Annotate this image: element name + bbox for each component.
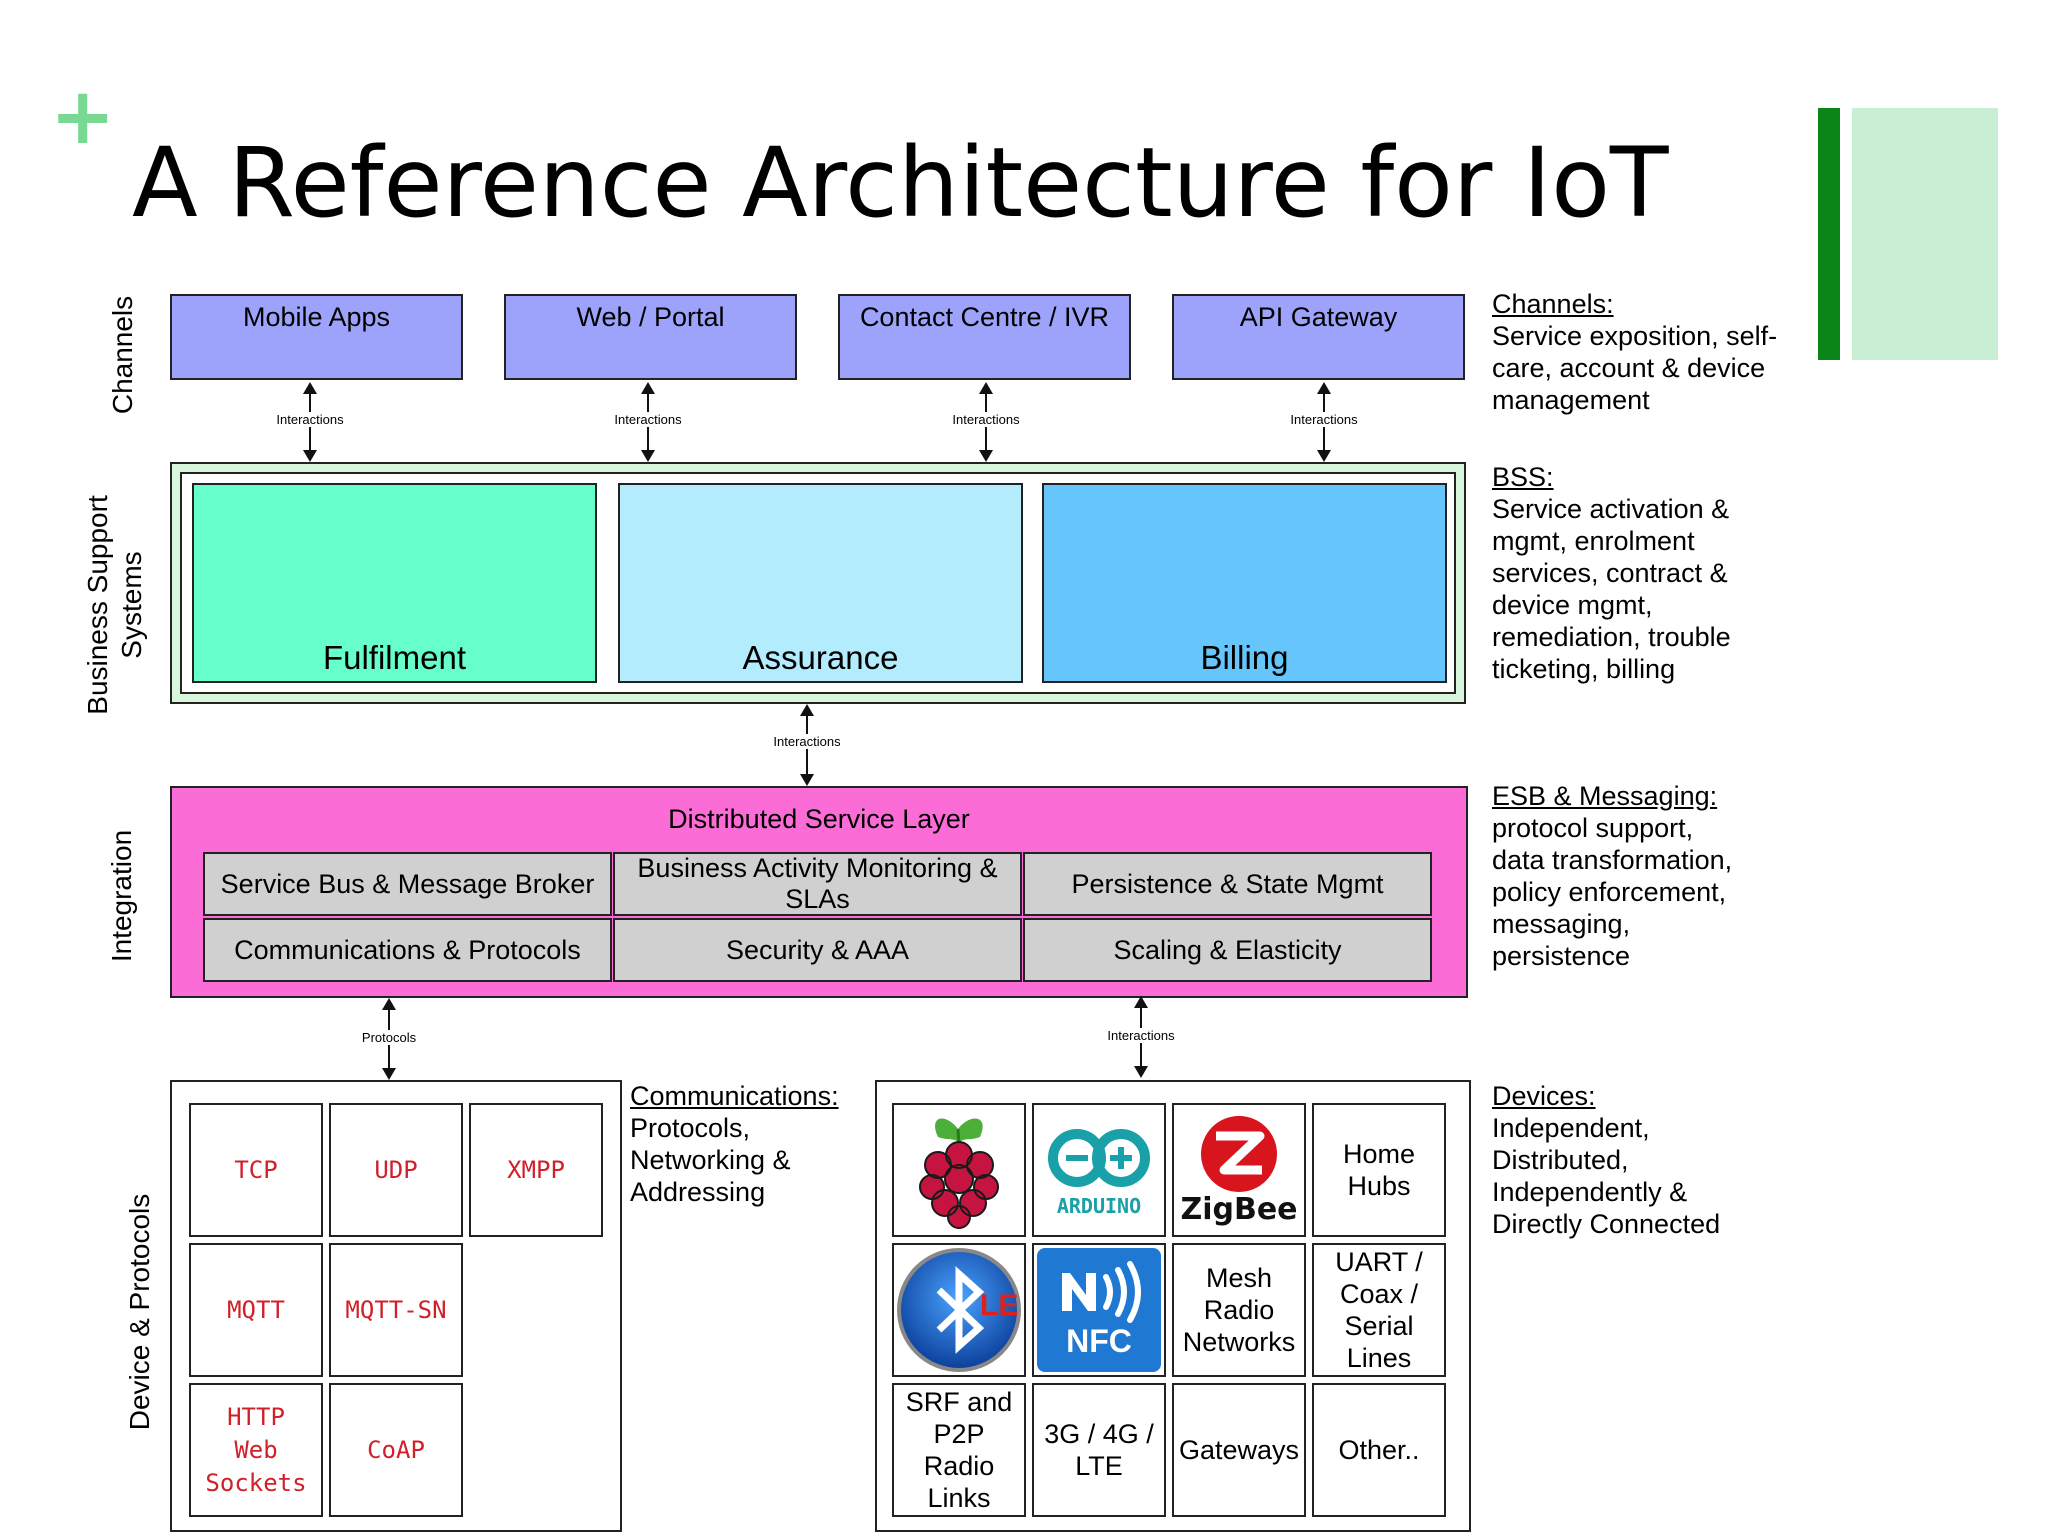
protocol-http-label: HTTP Web Sockets [205, 1402, 307, 1497]
side-note-line: messaging, [1492, 909, 1631, 939]
protocol-udp: UDP [329, 1103, 463, 1237]
arrow-label: Interactions [950, 412, 1022, 427]
comms-note-heading: Communications: [630, 1081, 839, 1111]
nfc-icon [1062, 1260, 1141, 1323]
side-note-devices: Devices: Independent, Distributed, Indep… [1492, 1080, 1720, 1240]
arrow-label: Interactions [274, 412, 346, 427]
row-label-channels: Channels [107, 295, 138, 415]
plus-icon: + [50, 72, 116, 162]
channel-contact-centre: Contact Centre / IVR [838, 294, 1131, 380]
side-note-heading: BSS: [1492, 462, 1554, 492]
protocol-http-websockets: HTTP Web Sockets [189, 1383, 323, 1517]
integration-communications: Communications & Protocols [203, 918, 612, 982]
arrow-label: Interactions [1288, 412, 1360, 427]
arrow-label: Interactions [771, 734, 843, 749]
row-label-device: Device & Protocols [124, 1193, 155, 1431]
arduino-wordmark: ARDUINO [1056, 1194, 1142, 1218]
device-uart-label: UART / Coax / Serial Lines [1335, 1247, 1423, 1373]
protocol-mqtt-sn: MQTT-SN [329, 1243, 463, 1377]
device-home-hubs: Home Hubs [1312, 1103, 1446, 1237]
side-note-channels: Channels: Service exposition, self- care… [1492, 288, 1777, 416]
protocol-mqtt: MQTT [189, 1243, 323, 1377]
side-note-line: Independently & [1492, 1177, 1688, 1207]
zigbee-wordmark: ZigBee [1180, 1191, 1298, 1227]
protocol-coap: CoAP [329, 1383, 463, 1517]
row-label-bss: Business Support Systems [82, 495, 147, 715]
slide-title: A Reference Architecture for IoT [132, 127, 1669, 239]
bss-fulfilment-label: Fulfilment [322, 639, 467, 676]
comms-note-line: Protocols, [630, 1113, 751, 1143]
side-note-line: protocol support, [1492, 813, 1694, 843]
device-home-hubs-label: Home Hubs [1342, 1139, 1416, 1201]
nfc-tile: NFC [1037, 1248, 1161, 1372]
side-note-line: device mgmt, [1492, 590, 1653, 620]
device-raspberry-pi [892, 1103, 1026, 1237]
accent-bar-light [1852, 108, 1998, 360]
device-gateways: Gateways [1172, 1383, 1306, 1517]
device-arduino: ARDUINO [1032, 1103, 1166, 1237]
comms-note-line: Networking & [630, 1145, 791, 1175]
device-cellular-label: 3G / 4G / LTE [1044, 1419, 1154, 1481]
side-note-bss: BSS: Service activation & mgmt, enrolmen… [1492, 461, 1731, 685]
side-note-line: data transformation, [1492, 845, 1733, 875]
side-note-line: policy enforcement, [1492, 877, 1727, 907]
device-uart: UART / Coax / Serial Lines [1312, 1243, 1446, 1377]
bss-fulfilment: Fulfilment [192, 483, 597, 683]
side-note-line: Distributed, [1492, 1145, 1629, 1175]
device-cellular: 3G / 4G / LTE [1032, 1383, 1166, 1517]
integration-service-bus: Service Bus & Message Broker [203, 852, 612, 916]
raspberry-pi-icon [919, 1118, 999, 1229]
bss-billing-label: Billing [1200, 639, 1289, 676]
arrow-label-protocols: Protocols [359, 1030, 419, 1045]
integration-persistence: Persistence & State Mgmt [1023, 852, 1432, 916]
side-note-heading: ESB & Messaging: [1492, 781, 1718, 811]
bluetooth-icon [897, 1248, 1021, 1372]
device-srf: SRF and P2P Radio Links [892, 1383, 1026, 1517]
bss-billing: Billing [1042, 483, 1447, 683]
device-srf-label: SRF and P2P Radio Links [905, 1387, 1013, 1513]
side-note-line: Service activation & [1492, 494, 1730, 524]
integration-title: Distributed Service Layer [668, 804, 970, 834]
channel-mobile-apps: Mobile Apps [170, 294, 463, 380]
accent-bar-dark [1818, 108, 1840, 360]
integration-scaling: Scaling & Elasticity [1023, 918, 1432, 982]
device-nfc: NFC [1032, 1243, 1166, 1377]
device-mesh-radio: Mesh Radio Networks [1172, 1243, 1306, 1377]
device-bluetooth-le: LE [892, 1243, 1026, 1377]
side-note-heading: Channels: [1492, 289, 1614, 319]
side-note-line: Independent, [1492, 1113, 1650, 1143]
device-mesh-radio-label: Mesh Radio Networks [1182, 1263, 1296, 1357]
arrow-label: Interactions [612, 412, 684, 427]
device-other: Other.. [1312, 1383, 1446, 1517]
nfc-wordmark: NFC [1066, 1322, 1132, 1359]
protocol-xmpp: XMPP [469, 1103, 603, 1237]
integration-bam: Business Activity Monitoring & SLAs [613, 852, 1022, 916]
side-note-line: ticketing, billing [1492, 654, 1676, 684]
bss-assurance: Assurance [618, 483, 1023, 683]
ble-letters: LE [980, 1289, 1019, 1322]
side-note-heading: Devices: [1492, 1081, 1596, 1111]
side-note-line: persistence [1492, 941, 1631, 971]
side-note-line: Directly Connected [1492, 1209, 1721, 1239]
zigbee-icon [1201, 1115, 1277, 1192]
comms-note-line: Addressing [630, 1177, 766, 1207]
channel-api-gateway: API Gateway [1172, 294, 1465, 380]
arduino-icon [1048, 1129, 1150, 1187]
channel-web-portal: Web / Portal [504, 294, 797, 380]
comms-note: Communications: Protocols, Networking & … [630, 1080, 839, 1208]
protocol-tcp: TCP [189, 1103, 323, 1237]
integration-security: Security & AAA [613, 918, 1022, 982]
side-note-line: remediation, trouble [1492, 622, 1731, 652]
side-note-esb: ESB & Messaging: protocol support, data … [1492, 780, 1732, 972]
row-label-integration: Integration [106, 829, 137, 963]
side-note-line: Service exposition, self- [1492, 321, 1778, 351]
side-note-line: mgmt, enrolment [1492, 526, 1695, 556]
device-zigbee: ZigBee [1172, 1103, 1306, 1237]
bss-assurance-label: Assurance [742, 639, 899, 676]
side-note-line: management [1492, 385, 1650, 415]
arrow-label: Interactions [1105, 1028, 1177, 1043]
side-note-line: services, contract & [1492, 558, 1728, 588]
side-note-line: care, account & device [1492, 353, 1766, 383]
